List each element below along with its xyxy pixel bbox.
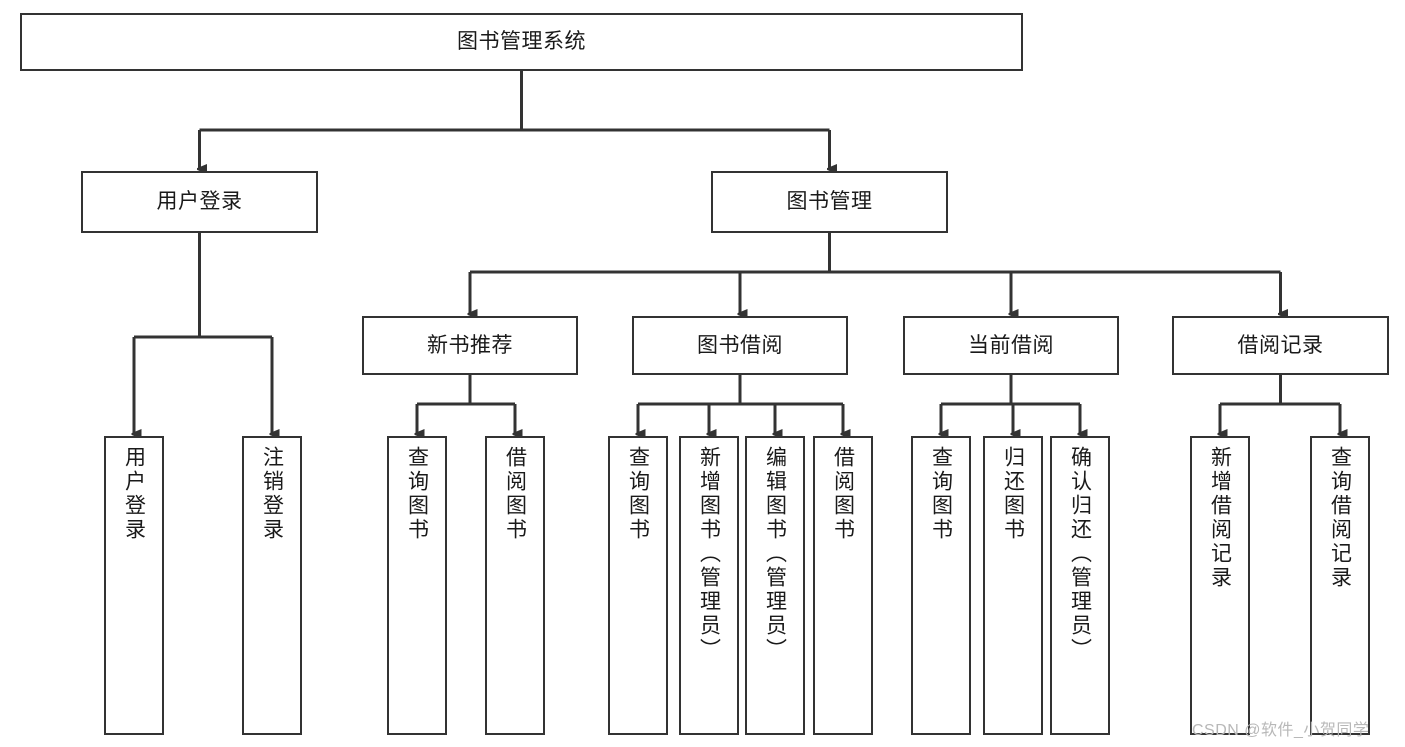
node-leaf-edit-book[interactable]: 编辑图书（管理员）: [745, 436, 805, 735]
node-leaf-confirm-return[interactable]: 确认归还（管理员）: [1050, 436, 1110, 735]
node-book-borrow[interactable]: 图书借阅: [632, 316, 848, 375]
node-label: 借阅记录: [1237, 333, 1324, 357]
node-label: 新增图书（管理员）: [697, 446, 721, 662]
node-label: 用户登录: [122, 446, 146, 542]
node-label: 查询图书: [405, 446, 429, 542]
node-label: 归还图书: [1001, 446, 1025, 542]
node-label: 借阅图书: [503, 446, 527, 542]
node-user-login[interactable]: 用户登录: [81, 171, 318, 233]
node-label: 确认归还（管理员）: [1068, 446, 1092, 662]
node-leaf-user-logout[interactable]: 注销登录: [242, 436, 302, 735]
node-leaf-query-book-1[interactable]: 查询图书: [387, 436, 447, 735]
node-leaf-add-book[interactable]: 新增图书（管理员）: [679, 436, 739, 735]
node-leaf-query-book-3[interactable]: 查询图书: [911, 436, 971, 735]
node-label: 新增借阅记录: [1208, 446, 1232, 590]
node-label: 注销登录: [260, 446, 284, 542]
node-book-management[interactable]: 图书管理: [711, 171, 948, 233]
node-label: 借阅图书: [831, 446, 855, 542]
node-leaf-borrow-book-1[interactable]: 借阅图书: [485, 436, 545, 735]
node-label: 图书管理: [786, 190, 873, 214]
node-label: 查询借阅记录: [1328, 446, 1352, 590]
node-label: 查询图书: [929, 446, 953, 542]
node-leaf-borrow-book-2[interactable]: 借阅图书: [813, 436, 873, 735]
node-borrow-record[interactable]: 借阅记录: [1172, 316, 1389, 375]
node-label: 查询图书: [626, 446, 650, 542]
node-root-system[interactable]: 图书管理系统: [20, 13, 1023, 71]
node-current-borrow[interactable]: 当前借阅: [903, 316, 1119, 375]
node-label: 图书借阅: [697, 333, 783, 357]
node-leaf-add-record[interactable]: 新增借阅记录: [1190, 436, 1250, 735]
csdn-watermark: CSDN @软件_小贺同学: [1192, 722, 1370, 739]
node-label: 新书推荐: [427, 333, 513, 357]
node-label: 当前借阅: [968, 333, 1054, 357]
node-leaf-user-login[interactable]: 用户登录: [104, 436, 164, 735]
node-leaf-return-book[interactable]: 归还图书: [983, 436, 1043, 735]
node-label: 编辑图书（管理员）: [763, 446, 787, 662]
node-leaf-query-book-2[interactable]: 查询图书: [608, 436, 668, 735]
node-new-book-recommendation[interactable]: 新书推荐: [362, 316, 578, 375]
node-leaf-query-record[interactable]: 查询借阅记录: [1310, 436, 1370, 735]
node-label: 图书管理系统: [457, 30, 586, 54]
node-label: 用户登录: [156, 190, 243, 214]
